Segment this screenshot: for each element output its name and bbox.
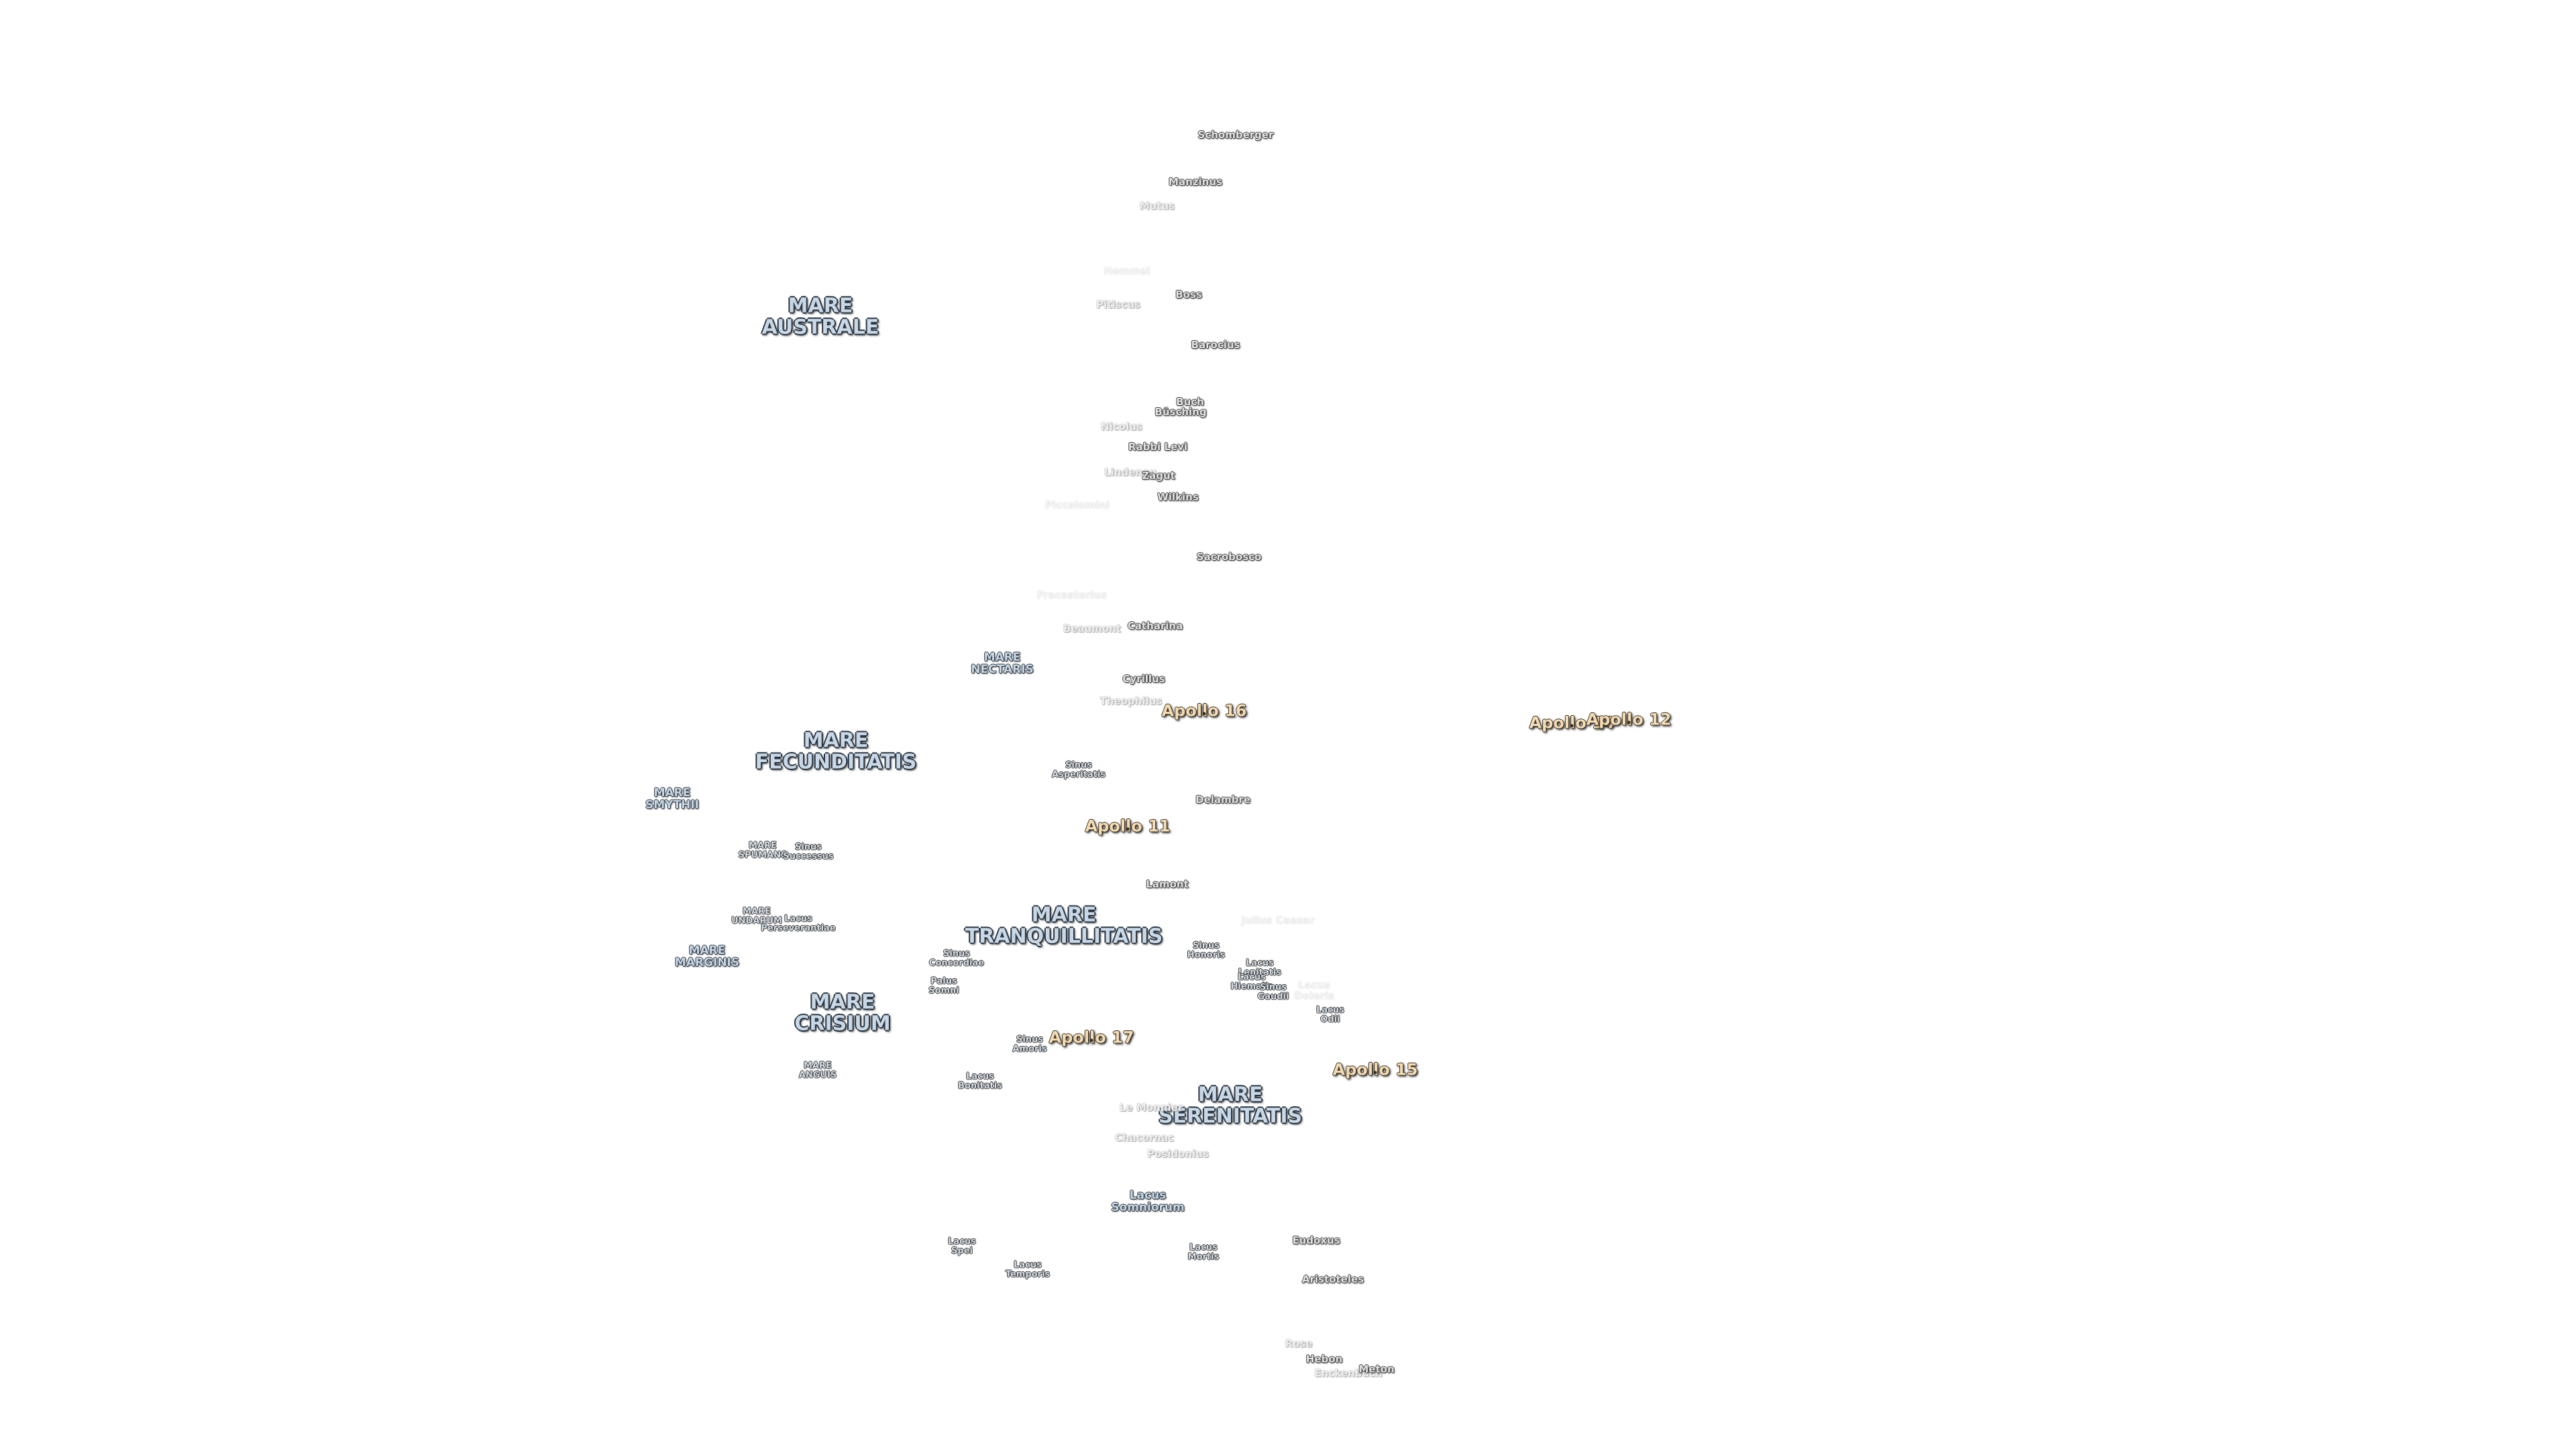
feature-label: Zagut xyxy=(1142,470,1175,482)
feature-label: Chacornac xyxy=(1114,1132,1175,1144)
feature-label: Barocius xyxy=(1191,339,1240,352)
feature-label: Sinus Honoris xyxy=(1187,941,1226,960)
feature-label: Theophilus xyxy=(1099,695,1163,708)
feature-label: MARE SPUMANS xyxy=(738,841,788,860)
feature-label: Wilkins xyxy=(1157,491,1199,504)
apollo-site-label: Apollo 12 xyxy=(1586,710,1672,729)
feature-label: Delambre xyxy=(1195,794,1250,806)
feature-label: MARE UNDARUM xyxy=(731,906,782,926)
feature-label: Nicolus xyxy=(1101,421,1142,433)
feature-label: Hebon xyxy=(1305,1353,1343,1366)
feature-label: Meton xyxy=(1358,1363,1395,1376)
feature-label: Sinus Successus xyxy=(783,842,834,861)
feature-label: Le Monnier xyxy=(1119,1102,1183,1114)
apollo-site-label: Apollo 11 xyxy=(1085,816,1171,836)
feature-label: Julius Caesar xyxy=(1241,914,1315,927)
feature-label: Hommel xyxy=(1104,265,1150,278)
feature-label: Lacus Spei xyxy=(948,1236,976,1256)
feature-label: Schomberger xyxy=(1197,129,1274,142)
feature-label: Rose xyxy=(1285,1338,1313,1350)
feature-label: Büsching xyxy=(1155,406,1207,419)
feature-label: Lacus Perseverantiae xyxy=(761,914,836,933)
apollo-site-label: Apollo 17 xyxy=(1049,1028,1134,1047)
feature-label: MARE SMYTHII xyxy=(645,786,699,812)
feature-label: Eudoxus xyxy=(1292,1234,1340,1247)
feature-label: Lacus Mortis xyxy=(1187,1242,1220,1262)
feature-label: Lacus Odii xyxy=(1316,1005,1344,1024)
feature-label: Lindenau xyxy=(1104,466,1157,479)
apollo-site-label: Apollo 16 xyxy=(1161,701,1247,720)
apollo-site-label: Apollo 14 xyxy=(1529,713,1615,733)
feature-label: Boss xyxy=(1175,288,1202,301)
feature-label: MARE AUSTRALE xyxy=(761,294,879,339)
feature-label: Sinus Gaudii xyxy=(1257,982,1289,1002)
feature-label: Palus Somni xyxy=(928,976,959,996)
feature-label: Rabbi Levi xyxy=(1128,441,1188,453)
feature-label: Piccolomini xyxy=(1044,499,1110,512)
feature-label: Sinus Concordiae xyxy=(928,949,985,968)
feature-label: Lacus Temporis xyxy=(1005,1260,1051,1279)
feature-label: Aristoteles xyxy=(1301,1273,1364,1286)
feature-label: Manzinus xyxy=(1169,176,1222,189)
feature-label: Lacus Somniorum xyxy=(1111,1189,1185,1214)
feature-label: Sacrobosco xyxy=(1196,551,1262,564)
feature-label: MARE CRISIUM xyxy=(794,990,891,1035)
feature-label: Lacus Hiemalis xyxy=(1230,972,1273,991)
feature-label: Pitiscus xyxy=(1096,299,1140,311)
feature-label: Beaumont xyxy=(1063,623,1122,635)
feature-label: Lacus Lenitatis xyxy=(1238,958,1282,977)
feature-label: Lamont xyxy=(1146,878,1189,891)
feature-label: Catharina xyxy=(1127,620,1183,633)
feature-label: Mutus xyxy=(1139,200,1175,213)
feature-label: MARE MARGINIS xyxy=(674,944,740,969)
feature-label: Buch xyxy=(1176,396,1204,409)
feature-label: MARE SERENITATIS xyxy=(1158,1083,1303,1128)
feature-label: Posidonius xyxy=(1147,1148,1209,1161)
feature-label: Lacus Doloris xyxy=(1294,979,1334,1002)
feature-label: MARE TRANQUILLITATIS xyxy=(965,903,1163,948)
feature-label: MARE FECUNDITATIS xyxy=(755,729,917,773)
feature-label: MARE NECTARIS xyxy=(971,651,1034,676)
feature-label: Lacus Bonitatis xyxy=(958,1071,1002,1091)
feature-label: Fracastorius xyxy=(1036,589,1108,602)
feature-label: Sinus Amoris xyxy=(1012,1034,1047,1054)
feature-label: Sinus Asperitatis xyxy=(1051,760,1106,780)
apollo-site-label: Apollo 15 xyxy=(1332,1060,1418,1079)
feature-label: MARE ANGUIS xyxy=(798,1061,837,1080)
feature-label: Cyrillus xyxy=(1122,673,1165,686)
feature-label: Enckenbuch xyxy=(1314,1367,1383,1380)
